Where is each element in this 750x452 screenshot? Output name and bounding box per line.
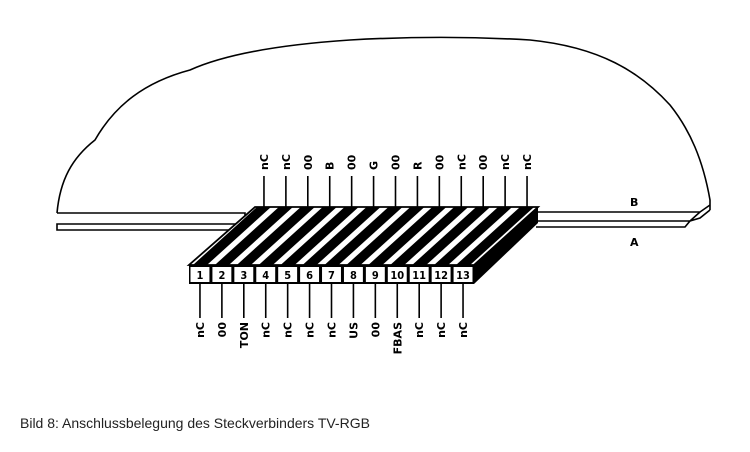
pin-number-cell (387, 267, 407, 282)
pin-number-cell (212, 267, 232, 282)
board-edge-left (56, 212, 246, 231)
pin-number: 8 (350, 269, 357, 282)
pin-number: 11 (412, 269, 426, 282)
top-pin-label: 00 (390, 154, 403, 170)
contact-strip (258, 207, 337, 265)
pin-number-cell (234, 267, 254, 282)
top-pin-label: 00 (477, 154, 490, 170)
contact-strip (390, 207, 469, 265)
side-label-b: B (630, 196, 638, 209)
contact-strip (302, 207, 381, 265)
contact-strip (346, 207, 425, 265)
pin-number-cell (431, 267, 451, 282)
top-pin-label: 00 (346, 154, 359, 170)
pin-number: 6 (306, 269, 313, 282)
bottom-pin-label: 00 (216, 322, 229, 338)
contact-strip (192, 207, 271, 265)
bottom-pin-label: nC (413, 322, 426, 338)
top-pin-label: nC (499, 154, 512, 170)
pin-number: 9 (372, 269, 379, 282)
bottom-pin-label: TON (238, 322, 251, 348)
pin-number-cell (343, 267, 363, 282)
connector-side-face (474, 207, 538, 284)
pin-number: 5 (284, 269, 291, 282)
top-pin-label: G (368, 161, 381, 170)
bottom-pin-group: nC 00 TON nC nC nC nC US 00 FBAS nC nC nC (194, 284, 470, 354)
contact-strip (368, 207, 447, 265)
top-pin-label: R (411, 161, 424, 170)
bottom-pin-label: 00 (369, 322, 382, 338)
bottom-pin-label: FBAS (391, 322, 404, 354)
bottom-pin-label: US (347, 322, 360, 339)
pin-number: 2 (218, 269, 225, 282)
side-label-a: A (630, 236, 639, 249)
contact-strips (192, 207, 535, 265)
top-pin-label: B (324, 162, 337, 170)
contact-strip (214, 207, 293, 265)
pin-number-cell (409, 267, 429, 282)
top-pin-label: nC (455, 154, 468, 170)
pin-number: 1 (197, 269, 204, 282)
top-pin-label: 00 (433, 154, 446, 170)
bottom-pin-label: nC (260, 322, 273, 338)
contact-strip (412, 207, 491, 265)
pin-number-cell (278, 267, 298, 282)
bottom-pin-label: nC (304, 322, 317, 338)
pin-number: 3 (240, 269, 247, 282)
board-edge-right (536, 204, 711, 228)
bottom-pin-label: nC (326, 322, 339, 338)
top-pin-label: nC (280, 154, 293, 170)
pin-number-cell (453, 267, 473, 282)
contact-strip (456, 207, 535, 265)
top-pin-label: 00 (302, 154, 315, 170)
pin-number: 12 (434, 269, 448, 282)
contact-strip (434, 207, 513, 265)
bottom-pin-label: nC (194, 322, 207, 338)
contact-strip (236, 207, 315, 265)
top-pin-label: nC (258, 154, 271, 170)
top-pin-label: nC (521, 154, 534, 170)
pin-number-cell (322, 267, 341, 282)
pin-number-cell (365, 267, 385, 282)
figure-caption: Bild 8: Anschlussbelegung des Steckverbi… (20, 415, 370, 431)
bottom-pin-label: nC (282, 322, 295, 338)
pin-number: 4 (262, 269, 269, 282)
bottom-pin-label: nC (435, 322, 448, 338)
pin-number-cell (300, 267, 320, 282)
bottom-pin-label: nC (457, 322, 470, 338)
pin-number-cell (256, 267, 276, 282)
contact-strip (280, 207, 359, 265)
contact-strip (324, 207, 403, 265)
board-outline (56, 36, 711, 214)
pin-number: 7 (328, 269, 335, 282)
pin-number: 10 (390, 269, 404, 282)
pin-number: 13 (456, 269, 470, 282)
pin-number-cell (190, 267, 210, 282)
